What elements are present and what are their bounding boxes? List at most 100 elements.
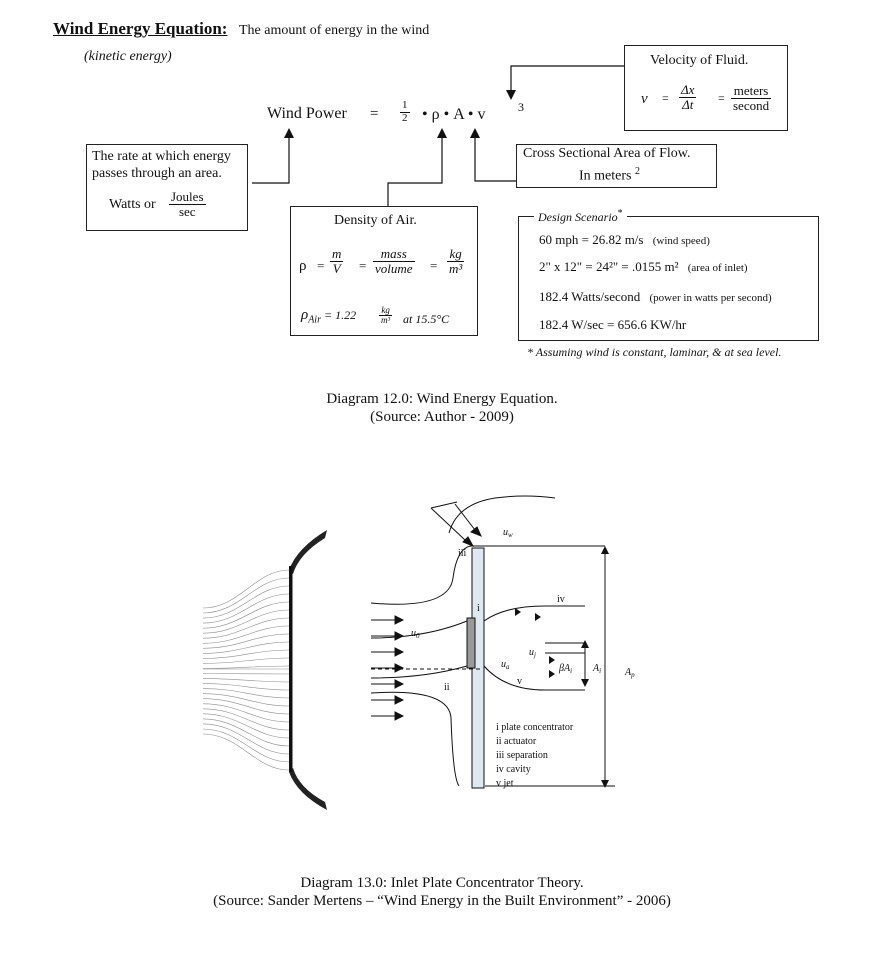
schematic-legend: i plate concentrator ii actuator iii sep… [496,722,574,789]
streamline [202,633,290,649]
schematic-labels: uw iii i iv u0 ii ua uj v βAi Ai Ap [411,527,635,693]
streamline [202,625,290,644]
legend-item: i plate concentrator [496,722,574,733]
schematic [370,495,615,789]
caption-diagram-13: Diagram 13.0: Inlet Plate Concentrator T… [0,874,884,910]
heading-title: Wind Energy Equation: [53,19,228,38]
legend-item: iii separation [496,750,548,761]
density-title: Density of Air. [334,213,417,228]
rate-units-prefix: Watts or [109,197,156,212]
area-line1: Cross Sectional Area of Flow. [523,146,691,161]
density-air-condition: at 15.5°C [403,312,450,326]
rate-box: The rate at which energy passes through … [86,144,248,231]
streamline [202,609,290,634]
schematic-actuator [466,617,476,669]
caption-12-line1: Diagram 12.0: Wind Energy Equation. [326,391,558,407]
formula-equals: = [370,106,379,122]
streamline [202,585,290,619]
streamline [202,688,290,699]
velocity-eq2: = [718,91,725,105]
label-bai: βAi [558,663,572,675]
velocity-eq1: = [662,91,669,105]
streamline [202,693,290,707]
streamline [202,617,290,639]
streamline [202,708,290,731]
density-air-value: ρAir = 1.22 [301,307,357,326]
flow-visualization [202,530,327,810]
label-iv: iv [557,594,565,605]
label-v: v [517,676,522,687]
streamline [202,718,290,747]
caption-diagram-12: Diagram 12.0: Wind Energy Equation. (Sou… [0,390,884,426]
concentrator-cup-lower [289,768,327,810]
streamline [202,713,290,739]
streamline [202,577,290,614]
streamline [202,601,290,629]
design-line4: 182.4 W/sec = 656.6 KW/hr [539,317,687,332]
design-footnote: * Assuming wind is constant, laminar, & … [527,345,782,359]
streamline [202,698,290,715]
legend-item: v jet [496,778,514,789]
label-u0: u0 [411,628,420,640]
design-line1: 60 mph = 26.82 m/s (wind speed) [539,232,710,247]
streamline [202,569,290,609]
inflow-arrows [371,615,405,721]
streamline [202,723,290,755]
label-i: i [477,603,480,614]
streamline [202,703,290,723]
label-uj: uj [529,647,536,659]
streamline [202,728,290,763]
design-line3: 182.4 Watts/second (power in watts per s… [539,289,772,304]
density-eq2: = [359,258,367,273]
caption-12-line2: (Source: Author - 2009) [370,409,514,425]
design-title: Design Scenario* [534,208,627,225]
streamline [202,673,290,675]
label-uw: uw [503,527,513,539]
streamline [202,649,290,659]
flow-plate [289,566,293,772]
formula-terms: • ρ • A • v [422,106,486,123]
caption-13-line2: (Source: Sander Mertens – “Wind Energy i… [213,893,671,909]
design-line2: 2" x 12" = 24²" = .0155 m² (area of inle… [539,259,748,274]
streamline [202,641,290,654]
label-ii: ii [444,682,450,693]
legend-item: ii actuator [496,736,537,747]
label-iii: iii [458,548,467,559]
legend-item: iv cavity [496,764,531,775]
velocity-symbol: v [641,91,648,107]
caption-13-line1: Diagram 13.0: Inlet Plate Concentrator T… [300,875,584,891]
streamline [202,657,290,664]
heading-note: (kinetic energy) [84,49,172,64]
area-line2: In meters 2 [579,166,640,184]
streamline [202,683,290,691]
label-ap: Ap [624,667,635,679]
concentrator-cup-upper [289,530,327,574]
streamline [202,665,290,669]
streamline [202,678,290,683]
area-box: Cross Sectional Area of Flow. In meters … [516,144,717,188]
label-ua: ua [501,659,510,671]
jet-arrows [515,608,555,678]
dimension-arrows [581,546,609,788]
density-eq3: = [430,258,438,273]
velocity-title: Velocity of Fluid. [650,53,749,68]
design-scenario-box [518,216,819,341]
density-eq1: = [317,258,325,273]
density-rho: ρ [299,258,307,274]
label-ai: Ai [592,663,601,675]
inlet-plate-diagram: uw iii i iv u0 ii ua uj v βAi Ai Ap i pl… [202,495,635,810]
streamline [202,593,290,624]
streamline [202,733,290,771]
rate-line1: The rate at which energy [92,149,231,164]
rate-line2: passes through an area. [92,166,222,181]
